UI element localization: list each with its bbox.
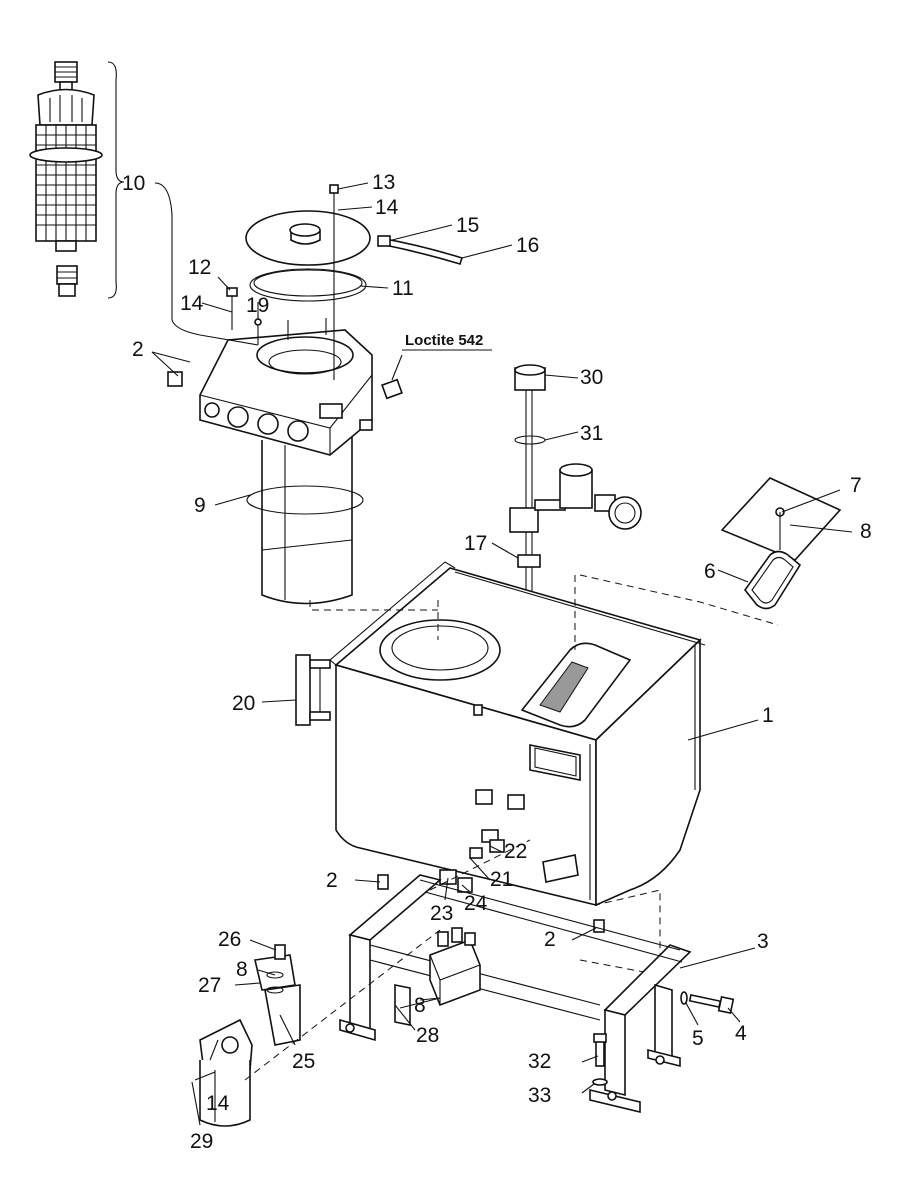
callout-labels: 1 2 2 2 3 4 5 6 7 8 8 8 9 10 11 12 13 14… [122,171,872,1153]
callout-2-right: 2 [544,928,556,951]
callout-3: 3 [757,930,769,953]
callout-7: 7 [850,474,862,497]
level-sensor-30 [513,364,546,671]
callout-23: 23 [430,902,453,925]
callout-32: 32 [528,1050,551,1073]
callout-2-left: 2 [326,869,338,892]
leader-lines [151,182,853,1126]
filter-head-9 [167,315,403,605]
callout-5: 5 [692,1027,704,1050]
callout-14-cover: 14 [375,196,399,219]
callout-11: 11 [392,277,414,300]
callout-8-cover: 8 [860,520,872,543]
sight-glass-20 [295,654,331,726]
callout-24: 24 [464,892,488,915]
callout-8-manifold: 8 [414,994,426,1017]
filter-element-10 [29,61,125,299]
callout-21: 21 [490,868,513,891]
callout-15: 15 [456,214,479,237]
callout-12: 12 [188,256,211,279]
callout-6: 6 [704,560,716,583]
callout-17: 17 [464,532,487,555]
callout-14-filter: 14 [206,1092,230,1115]
cover-assembly-11 [226,184,464,380]
callout-1: 1 [762,704,774,727]
callout-33: 33 [528,1084,551,1107]
callout-9: 9 [194,494,206,517]
hydraulic-tank-1 [309,561,779,976]
callout-30: 30 [580,366,603,389]
base-frame-3 [339,874,692,1114]
callout-29: 29 [190,1130,213,1153]
callout-31: 31 [580,422,603,445]
callout-4: 4 [735,1022,747,1045]
callout-20: 20 [232,692,255,715]
callout-14-head: 14 [180,292,204,315]
callout-25: 25 [292,1050,315,1073]
manifold-block [429,927,481,1007]
callout-16: 16 [516,234,539,257]
callout-8-bracket: 8 [236,958,248,981]
callout-13: 13 [372,171,395,194]
callout-26: 26 [218,928,241,951]
callout-10: 10 [122,172,145,195]
pressure-switch-assembly [509,463,642,533]
callout-22: 22 [504,840,527,863]
callout-28: 28 [416,1024,439,1047]
callout-19: 19 [246,294,269,317]
access-cover-6 [720,477,842,610]
filter-mesh [36,125,96,241]
callout-27: 27 [198,974,221,997]
callout-2-upper: 2 [132,338,144,361]
loctite-note: Loctite 542 [405,332,483,349]
spin-on-filter-25 [194,929,441,1127]
bolts [592,991,735,1086]
